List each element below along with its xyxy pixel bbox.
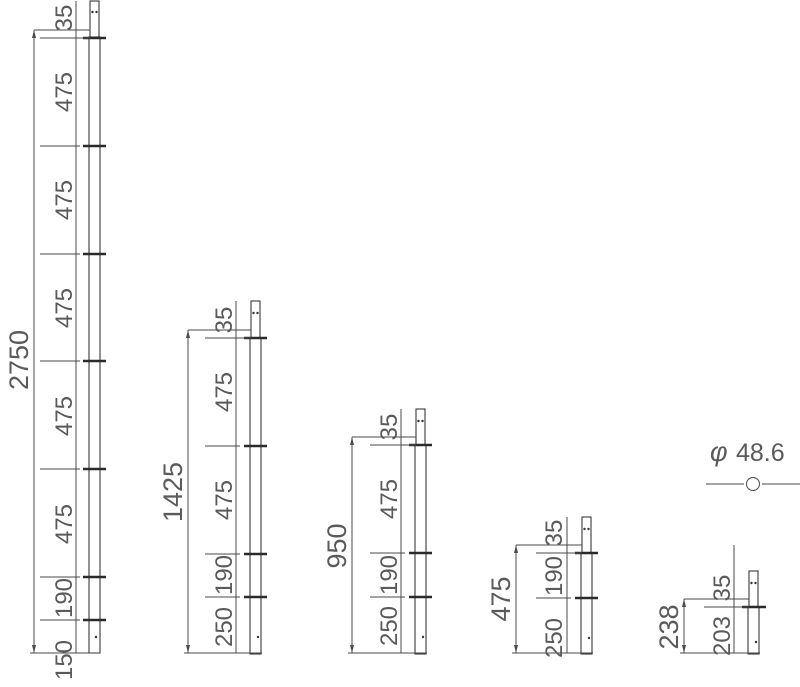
post-2750-segment-label: 475 [51,504,78,544]
post-950-pin-hole [421,419,424,423]
post-238-segment-label: 35 [709,575,736,602]
post-1425-group: 1425 35 475 475 190 250 [158,300,267,655]
diameter-symbol: φ [710,437,728,467]
post-238-dim-arrow [682,599,686,607]
post-950-segment-label: 475 [376,479,403,519]
post-1425-segment-label: 475 [211,480,238,520]
post-2750-segment-label: 475 [51,180,78,220]
post-475-pipe [580,552,593,655]
post-475-pin-hole [587,527,590,531]
post-1425-segment-label: 475 [211,372,238,412]
post-1425-segment-label: 35 [211,307,238,334]
post-238-total-label: 238 [654,604,684,649]
post-475-dim-arrow [514,545,518,553]
post-1425-spigot [250,300,261,339]
post-1425-pipe [249,337,262,655]
post-475-spigot [581,516,592,554]
post-238-pin-hole [754,640,758,644]
post-950-pin-hole [417,419,420,423]
post-1425-dim-arrow [186,330,190,338]
post-1425-dim-arrow [186,645,190,653]
pipe-section-group: φ 48.6 [706,437,800,491]
post-2750-total-label: 2750 [4,330,34,390]
post-950-total-label: 950 [322,523,352,568]
post-2750-group: 2750 35 475 475 475 475 475 190 150 [4,0,106,680]
post-950-dim-arrow [350,645,354,653]
post-2750-segment-label: 475 [51,288,78,328]
post-2750-pin-hole [91,10,94,14]
post-1425-segment-label: 190 [211,555,238,595]
post-950-dim-arrow [350,437,354,445]
post-238-group: 238 35 203 [654,545,766,656]
post-238-spigot [748,570,759,608]
post-475-segment-label: 190 [541,556,568,596]
post-2750-segment-label: 475 [51,396,78,436]
post-475-pin-hole [583,527,586,531]
post-475-segment-label: 250 [541,618,568,658]
post-1425-segment-label: 250 [211,607,238,647]
post-2750-segment-label: 35 [51,5,78,32]
post-2750-segment-label: 190 [51,578,78,618]
post-1425-total-label: 1425 [158,462,188,522]
post-238-pipe [747,606,760,655]
post-475-segment-label: 35 [541,520,568,547]
pipe-section-circle [746,477,760,491]
post-950-group: 950 35 475 190 250 [322,408,432,655]
post-475-pin-hole [587,636,591,640]
post-1425-pin-hole [252,311,255,315]
post-2750-pin-hole [94,635,98,639]
post-238-pin-hole [750,581,753,585]
post-475-dim-arrow [514,645,518,653]
post-2750-pin-hole [95,10,98,14]
post-2750-pipe [88,36,101,654]
post-950-segment-label: 190 [376,555,403,595]
post-1425-pin-hole [256,635,260,639]
post-2750-dim-arrow [32,645,36,653]
post-238-dim-arrow [682,645,686,653]
post-950-pin-hole [421,635,425,639]
post-475-group: 475 35 190 250 [486,516,598,658]
diameter-value: 48.6 [736,439,785,467]
post-950-spigot [415,408,426,446]
post-1425-pin-hole [256,311,259,315]
post-2750-spigot [89,0,100,38]
post-2750-segment-label: 475 [51,72,78,112]
post-950-pipe [414,444,427,655]
post-475-total-label: 475 [486,576,516,621]
post-2750-dim-arrow [32,30,36,38]
post-950-segment-label: 35 [376,414,403,441]
post-2750-segment-label: 150 [51,640,78,680]
post-238-pin-hole [754,581,757,585]
post-238-segment-label: 203 [709,616,736,656]
post-950-segment-label: 250 [376,606,403,646]
